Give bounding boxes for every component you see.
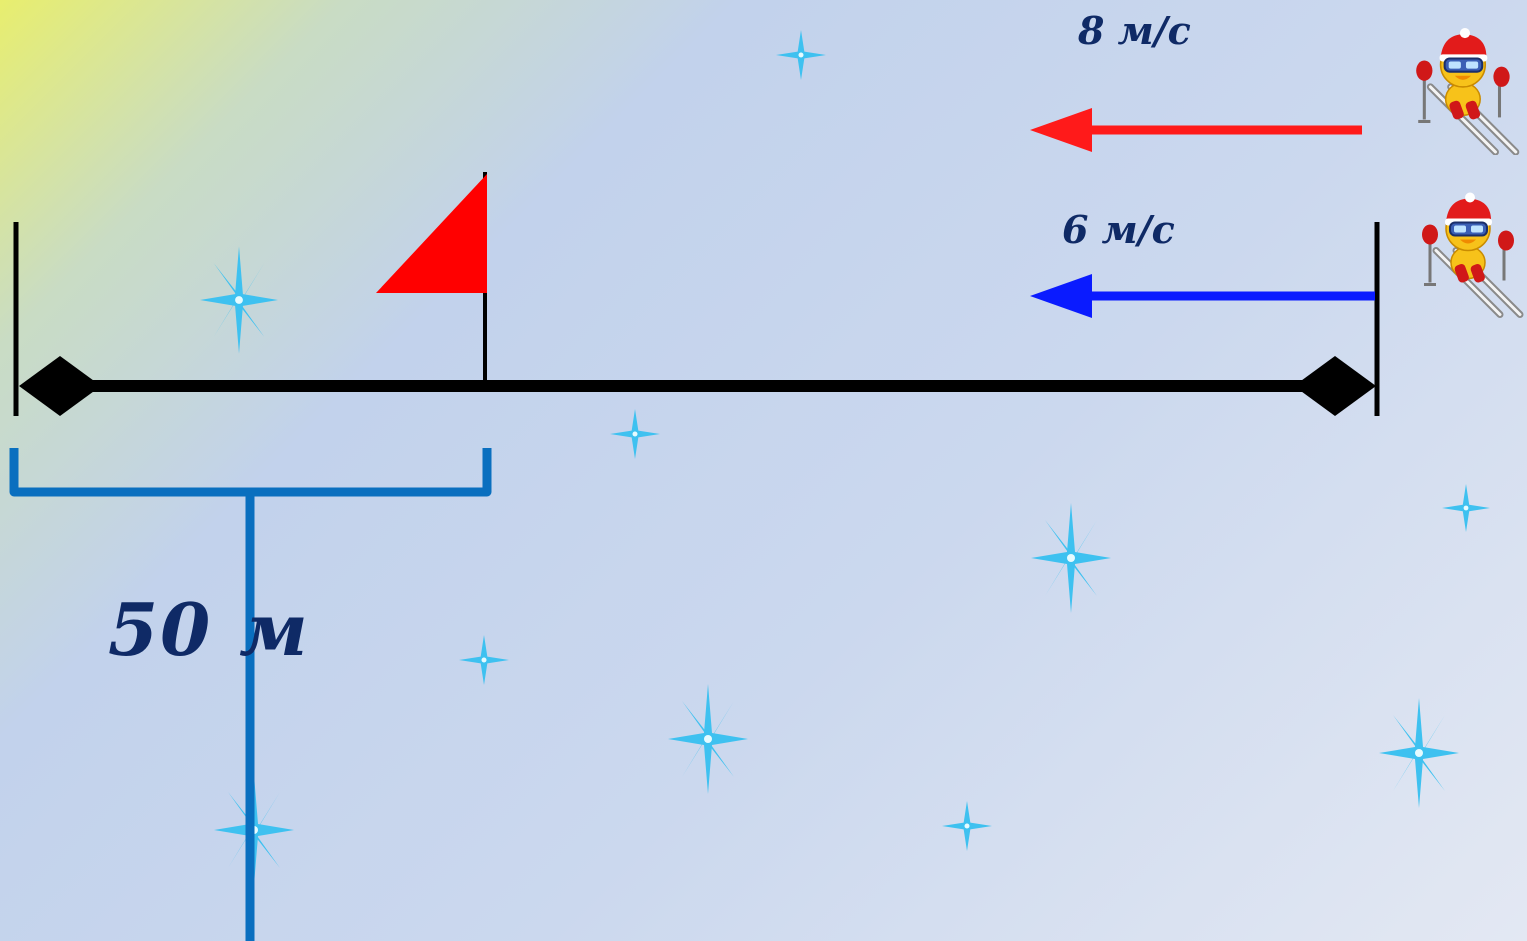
- skier-icon: [1416, 28, 1516, 152]
- sparkle-icon: [1379, 698, 1459, 808]
- sparkle-decorations: [200, 30, 1490, 885]
- track-end-diamond: [1294, 356, 1376, 416]
- flag-icon: [376, 172, 487, 384]
- flag-cloth: [376, 174, 487, 293]
- speed-arrow-slow: [1030, 274, 1375, 318]
- sparkle-icon: [200, 246, 278, 354]
- sparkle-icon: [1031, 503, 1111, 613]
- sparkle-icon: [776, 30, 826, 80]
- distance-bracket: [9, 448, 492, 941]
- sparkle-icon: [1442, 484, 1490, 532]
- distance-track: [13, 222, 1380, 416]
- speed-label-slow: 6 м/с: [1062, 207, 1175, 252]
- sparkle-icon: [610, 409, 660, 459]
- speed-arrow-fast: [1030, 108, 1362, 152]
- sparkle-icon: [668, 684, 748, 794]
- distance-label: 50 м: [108, 587, 310, 672]
- sparkle-icon: [942, 801, 992, 851]
- speed-label-fast: 8 м/с: [1078, 8, 1191, 53]
- skier-icon: [1422, 193, 1520, 315]
- sparkle-icon: [459, 635, 509, 685]
- track-start-diamond: [19, 356, 101, 416]
